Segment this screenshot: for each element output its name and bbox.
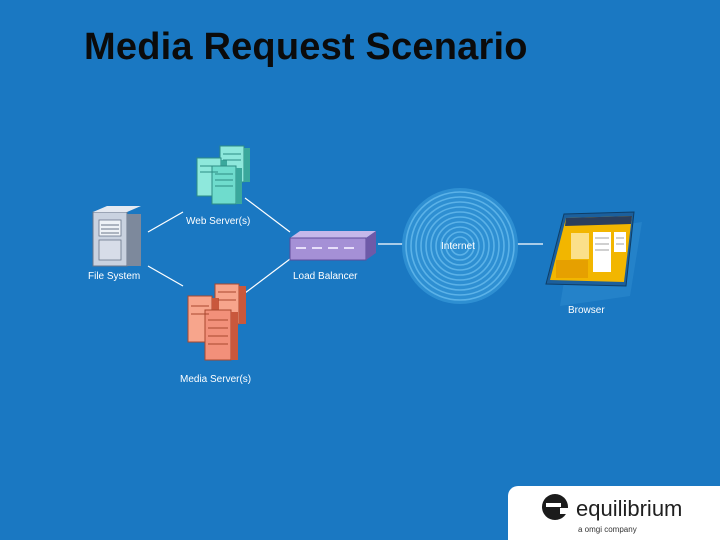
file-system-icon	[92, 206, 141, 267]
web-server-icon	[196, 145, 250, 205]
label-web-servers: Web Server(s)	[186, 216, 251, 227]
label-internet: Internet	[441, 241, 475, 252]
load-balancer-icon	[289, 231, 376, 261]
connector-filesystem-webserver	[147, 211, 184, 233]
connector-mediaserver-loadbalancer	[244, 258, 291, 294]
page-title: Media Request Scenario	[84, 26, 528, 68]
internet-icon	[402, 188, 518, 304]
label-load-balancer: Load Balancer	[293, 271, 358, 282]
connector-webserver-loadbalancer	[244, 197, 291, 233]
label-file-system: File System	[88, 271, 141, 282]
logo-name: equilibrium	[576, 496, 683, 521]
logo-tagline: a omgi company	[578, 525, 637, 534]
title-bar	[0, 0, 720, 80]
label-browser: Browser	[568, 305, 605, 316]
connector-filesystem-mediaserver	[147, 265, 184, 287]
browser-icon	[545, 211, 642, 306]
label-media-servers: Media Server(s)	[180, 374, 252, 385]
media-server-icon	[187, 283, 246, 361]
